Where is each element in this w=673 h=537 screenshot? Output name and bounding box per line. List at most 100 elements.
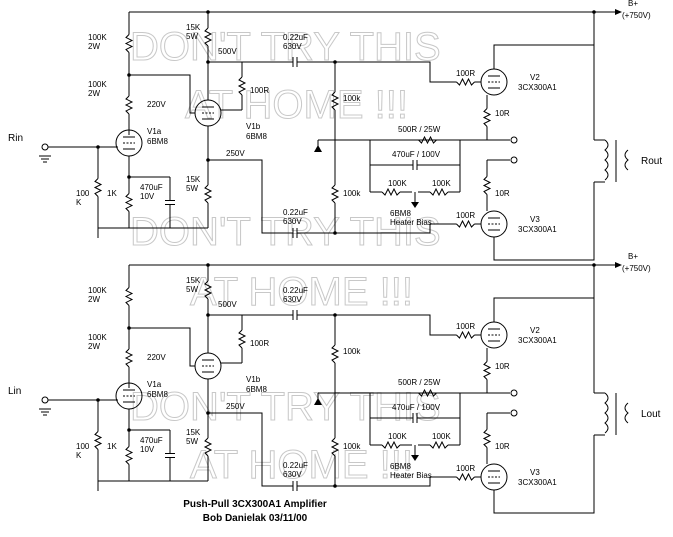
voltage-250v: 250V xyxy=(226,402,245,411)
resistor-symbol xyxy=(237,329,247,349)
arrow-icon xyxy=(411,455,419,461)
tube-v1b xyxy=(194,352,222,380)
resistor-100k-2w-a-line: 100K xyxy=(88,33,107,42)
capacitor-470uf-100v-line: 470uF / 100V xyxy=(392,150,441,159)
voltage-500v-line: 500V xyxy=(218,300,237,309)
resistor-symbol xyxy=(456,219,475,229)
junction-dot xyxy=(206,10,210,14)
voltage-250v-line: 250V xyxy=(226,402,245,411)
v3-name: V3 xyxy=(530,468,540,477)
resistor-100k-bias-a-line: 100K xyxy=(388,432,407,441)
v1a-name-line: V1a xyxy=(147,127,162,136)
resistor-100k-grid-top-line: 100k xyxy=(343,347,361,356)
transformer-primary xyxy=(604,392,609,434)
resistor-100k-grid-bot-line: 100k xyxy=(343,189,361,198)
resistor-10r-v3: 10R xyxy=(495,189,510,198)
bplus-voltage-line: (+750V) xyxy=(622,264,651,273)
transformer-secondary xyxy=(624,402,629,424)
input-label: Lin xyxy=(8,386,21,397)
resistor-15k-5w-bot-line: 15K xyxy=(186,428,201,437)
resistor-10r-v2-line: 10R xyxy=(495,362,510,371)
resistor-100k-bias-a-line: 100K xyxy=(388,179,407,188)
resistor-symbol xyxy=(124,34,134,53)
resistor-symbol xyxy=(93,178,103,197)
v1b-name: V1b xyxy=(246,375,261,384)
capacitor-470uf-10v-line: 470uF xyxy=(140,436,163,445)
bplus-arrow xyxy=(615,262,622,268)
resistor-symbol xyxy=(237,76,247,96)
v1b-type-line: 6BM8 xyxy=(246,385,267,394)
resistor-15k-5w-top-line: 15K xyxy=(186,276,201,285)
terminal xyxy=(41,396,49,404)
title-line-2: Bob Danielak 03/11/00 xyxy=(203,513,308,524)
wire xyxy=(493,182,595,261)
heater-bias-label-line: 6BM8 xyxy=(390,462,411,471)
tube-v2 xyxy=(480,68,508,96)
wire xyxy=(310,476,450,487)
resistor-100k-grid-top-line: 100k xyxy=(343,94,361,103)
voltage-220v-line: 220V xyxy=(147,353,166,362)
watermark-text: AT HOME !!! xyxy=(190,270,413,314)
v1b-type: 6BM8 xyxy=(246,385,267,394)
capacitor-470uf-100v-line: 470uF / 100V xyxy=(392,403,441,412)
v2-name: V2 xyxy=(530,73,540,82)
terminal xyxy=(510,409,518,417)
junction-dot xyxy=(592,10,596,14)
bplus-label: B+ xyxy=(628,0,638,8)
voltage-220v-line: 220V xyxy=(147,100,166,109)
resistor-500r-25w-line: 500R / 25W xyxy=(398,125,441,134)
v2-type: 3CX300A1 xyxy=(518,336,557,345)
title-block: Push-Pull 3CX300A1 Amplifier Bob Daniela… xyxy=(183,499,327,524)
resistor-100r-v2: 100R xyxy=(456,322,475,331)
v1b-name-line: V1b xyxy=(246,122,261,131)
capacitor-0-22uf-bot-line: 630V xyxy=(283,217,302,226)
capacitor-0-22uf-top-line: 0.22uF xyxy=(283,286,308,295)
voltage-220v: 220V xyxy=(147,353,166,362)
resistor-input-100k-line: 100 xyxy=(76,189,90,198)
voltage-500v: 500V xyxy=(218,300,237,309)
junction-dot xyxy=(206,263,210,267)
v1a-type: 6BM8 xyxy=(147,390,168,399)
v2-type-line: 3CX300A1 xyxy=(518,83,557,92)
wire xyxy=(310,61,450,83)
resistor-symbol xyxy=(482,108,492,127)
input-label-line: Lin xyxy=(8,386,21,397)
resistor-100k-grid-top: 100k xyxy=(343,94,361,103)
heater-bias-label-line: Heater Bias xyxy=(390,218,432,227)
junction-dot xyxy=(333,231,337,235)
resistor-symbol xyxy=(124,193,134,212)
heater-bias-label-line: Heater Bias xyxy=(390,471,432,480)
resistor-100k-2w-b-line: 100K xyxy=(88,80,107,89)
capacitor-0-22uf-bot-line: 630V xyxy=(283,470,302,479)
resistor-100k-bias-a: 100K xyxy=(388,179,407,188)
resistor-symbol xyxy=(330,344,340,364)
resistor-100r-v1b: 100R xyxy=(250,339,269,348)
title-line-1: Push-Pull 3CX300A1 Amplifier xyxy=(183,499,327,510)
resistor-500r-25w: 500R / 25W xyxy=(398,378,441,387)
resistor-10r-v3-line: 10R xyxy=(495,442,510,451)
watermark-text: AT HOME !!! xyxy=(185,83,408,127)
resistor-15k-5w-bot-line: 15K xyxy=(186,175,201,184)
resistor-100r-v1b: 100R xyxy=(250,86,269,95)
wire xyxy=(310,314,450,336)
resistor-symbol xyxy=(203,280,213,300)
transformer-primary xyxy=(604,139,609,181)
resistor-100k-bias-b: 100K xyxy=(432,432,451,441)
wire xyxy=(493,44,595,140)
resistor-100k-bias-b: 100K xyxy=(432,179,451,188)
resistor-symbol xyxy=(93,431,103,450)
v1b-name-line: V1b xyxy=(246,375,261,384)
junction-dot xyxy=(333,484,337,488)
tube-v3 xyxy=(480,210,508,238)
resistor-100k-grid-top: 100k xyxy=(343,347,361,356)
